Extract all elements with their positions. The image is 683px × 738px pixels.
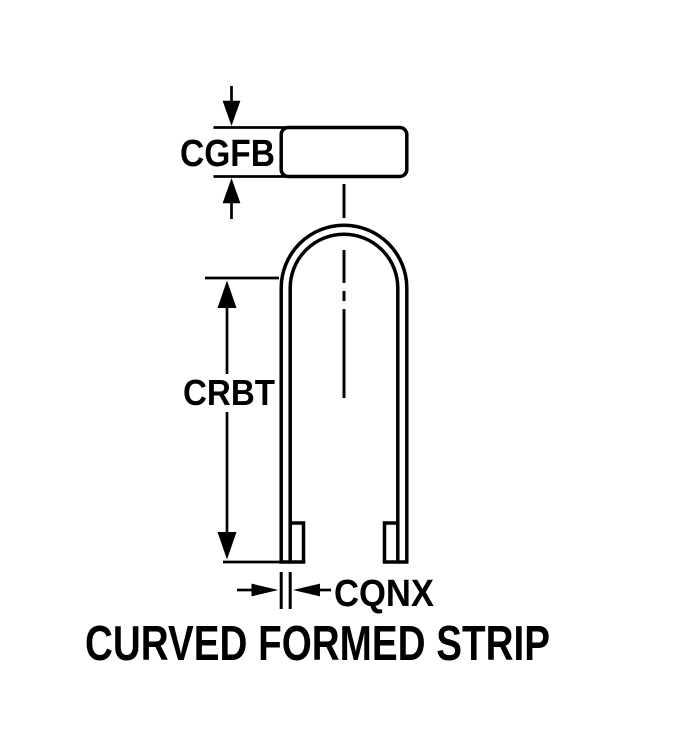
crbt-arrow-down-icon — [217, 532, 237, 560]
strip-outer-contour — [279, 223, 409, 562]
cqnx-arrow-right-icon — [251, 583, 279, 597]
strip-cross-section-view — [279, 125, 409, 179]
dimension-crbt: CRBT — [183, 276, 280, 564]
dimension-cqnx: CQNX — [237, 572, 435, 615]
crbt-label: CRBT — [183, 372, 275, 413]
strip-inner-contour — [288, 232, 400, 562]
diagram-title: CURVED FORMED STRIP — [85, 617, 550, 671]
dimension-cgfb: CGFB — [180, 86, 290, 219]
strip-right-foot — [382, 521, 398, 562]
crbt-arrow-up-icon — [217, 280, 237, 308]
cgfb-arrow-down-icon — [222, 100, 241, 126]
formed-strip-front-view — [279, 223, 409, 564]
strip-left-foot — [290, 521, 306, 562]
strip-cross-section-rect — [279, 125, 409, 179]
cqnx-arrow-left-icon — [293, 583, 320, 597]
cqnx-label: CQNX — [334, 573, 435, 615]
cgfb-label: CGFB — [180, 133, 275, 175]
cgfb-arrow-up-icon — [222, 178, 241, 204]
